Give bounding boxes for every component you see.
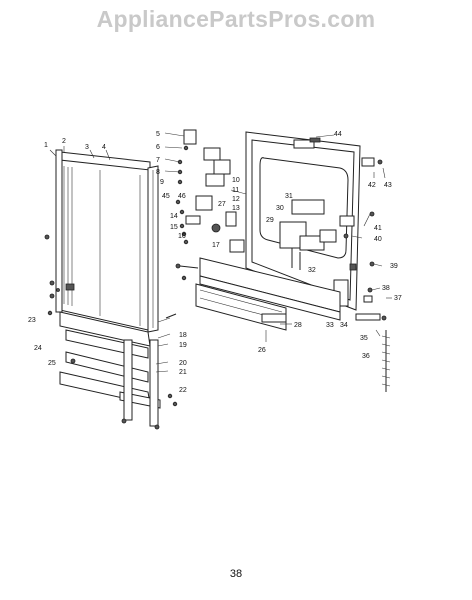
callout-35: 35 xyxy=(360,335,368,342)
hinge-spring-parts xyxy=(355,261,391,392)
bottom-trim-assembly xyxy=(175,257,341,331)
leader-lines xyxy=(49,132,392,373)
outer-door-panel xyxy=(44,149,178,430)
callout-41: 41 xyxy=(374,225,382,232)
callout-43: 43 xyxy=(384,182,392,189)
callout-28: 28 xyxy=(294,322,302,329)
callout-29: 29 xyxy=(266,217,274,224)
callout-25: 25 xyxy=(48,360,56,367)
callout-24: 24 xyxy=(34,345,42,352)
callout-27: 27 xyxy=(218,201,226,208)
callout-19: 19 xyxy=(179,342,187,349)
callout-45: 45 xyxy=(162,193,170,200)
inner-door-liner xyxy=(245,131,383,311)
callout-34: 34 xyxy=(340,322,348,329)
callout-6: 6 xyxy=(156,144,160,151)
callout-12: 12 xyxy=(232,196,240,203)
center-hardware-column xyxy=(175,129,245,253)
callout-17: 17 xyxy=(212,242,220,249)
callout-33: 33 xyxy=(326,322,334,329)
callout-26: 26 xyxy=(258,347,266,354)
callout-13: 13 xyxy=(232,205,240,212)
callout-46: 46 xyxy=(178,193,186,200)
callout-44: 44 xyxy=(334,131,342,138)
callout-14: 14 xyxy=(170,213,178,220)
page-number: 38 xyxy=(229,568,243,580)
callout-40: 40 xyxy=(374,236,382,243)
callout-32: 32 xyxy=(308,267,316,274)
callout-23: 23 xyxy=(28,317,36,324)
callout-36: 36 xyxy=(362,353,370,360)
callout-30: 30 xyxy=(276,205,284,212)
callout-39: 39 xyxy=(390,263,398,270)
callout-8: 8 xyxy=(156,169,160,176)
callout-16: 16 xyxy=(178,233,186,240)
callout-31: 31 xyxy=(285,193,293,200)
callout-4: 4 xyxy=(102,144,106,151)
callout-42: 42 xyxy=(368,182,376,189)
callout-37: 37 xyxy=(394,295,402,302)
callout-18: 18 xyxy=(179,332,187,339)
callout-20: 20 xyxy=(179,360,187,367)
callout-7: 7 xyxy=(156,157,160,164)
callout-38: 38 xyxy=(382,285,390,292)
callout-11: 11 xyxy=(232,187,239,194)
callout-1: 1 xyxy=(44,142,48,149)
callout-3: 3 xyxy=(85,144,89,151)
callout-15: 15 xyxy=(170,224,178,231)
callout-21: 21 xyxy=(179,369,187,376)
callout-labels: 1 2 3 4 5 6 7 8 9 10 11 12 13 14 15 16 1… xyxy=(28,131,402,394)
callout-22: 22 xyxy=(179,387,187,394)
callout-5: 5 xyxy=(156,131,160,138)
callout-10: 10 xyxy=(232,177,240,184)
callout-9: 9 xyxy=(160,179,164,186)
watermark-logo: AppliancePartsPros.com xyxy=(96,6,376,32)
callout-2: 2 xyxy=(62,138,66,145)
